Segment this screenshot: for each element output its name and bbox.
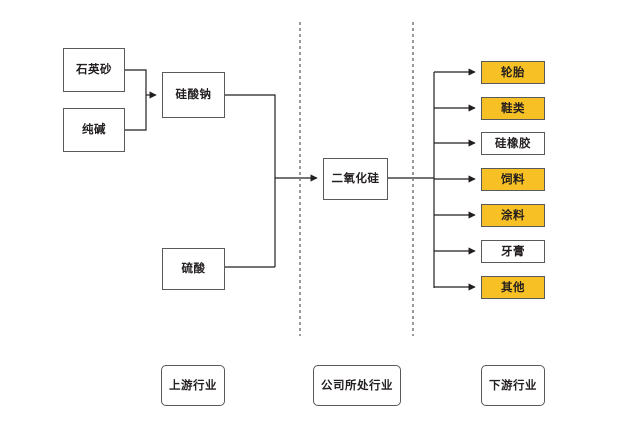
legend-upstream-industry[interactable]: 上游行业: [161, 365, 225, 406]
legend-company-industry[interactable]: 公司所处行业: [313, 365, 401, 406]
node-feed[interactable]: 饲料: [481, 168, 545, 191]
node-sulfuric-acid[interactable]: 硫酸: [162, 248, 225, 290]
node-silicone-rubber[interactable]: 硅橡胶: [481, 132, 545, 155]
legend-downstream-industry[interactable]: 下游行业: [481, 365, 545, 406]
node-soda-ash[interactable]: 纯碱: [63, 108, 125, 152]
edge-sodium-silicate-to-bus: [225, 94, 276, 267]
node-toothpaste[interactable]: 牙膏: [481, 240, 545, 263]
node-coatings[interactable]: 涂料: [481, 204, 545, 227]
node-tires[interactable]: 轮胎: [481, 61, 545, 84]
edge-soda-to-junction: [125, 95, 147, 131]
node-others[interactable]: 其他: [481, 276, 545, 299]
node-silicon-dioxide[interactable]: 二氧化硅: [323, 158, 388, 200]
node-sodium-silicate[interactable]: 硅酸钠: [162, 72, 225, 118]
node-footwear[interactable]: 鞋类: [481, 97, 545, 120]
edge-quartz-to-junction: [125, 69, 147, 95]
node-quartz-sand[interactable]: 石英砂: [63, 48, 125, 92]
